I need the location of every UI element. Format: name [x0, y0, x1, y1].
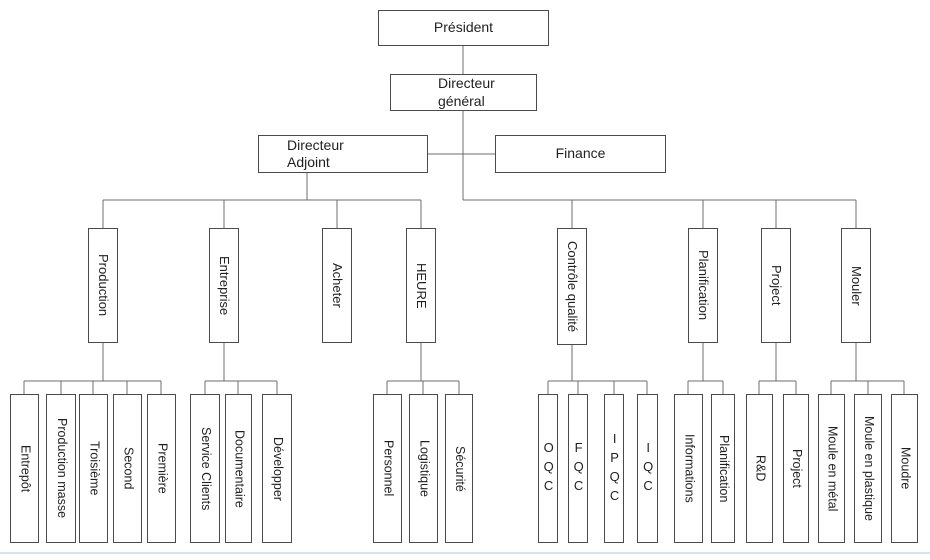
org-node-informations: Informations [674, 394, 703, 543]
org-node-developper: Développer [262, 394, 292, 543]
org-node-production: Production [88, 228, 118, 343]
org-node-personnel: Personnel [373, 394, 402, 543]
org-node-moule-metal: Moule en métal [818, 394, 845, 543]
org-node-service-clients: Service Clients [190, 394, 220, 543]
org-node-documentaire: Documentaire [225, 394, 252, 543]
org-node-ipqc: IPQC [604, 394, 624, 543]
org-node-controle-qualite: Contrôle qualité [557, 228, 587, 345]
org-node-directeur-adjoint: Directeur Adjoint [258, 135, 428, 173]
org-node-planification: Planification [688, 228, 718, 343]
org-node-entrepot: Entrepôt [10, 394, 39, 543]
org-node-finance: Finance [495, 135, 666, 173]
org-node-project: Project [761, 228, 791, 343]
org-node-troisieme: Troisième [79, 394, 108, 543]
org-node-securite: Sécurité [445, 394, 473, 543]
org-node-rd: R&D [746, 394, 773, 543]
org-node-heure: HEURE [406, 228, 436, 343]
org-node-fqc: FQC [568, 394, 588, 543]
org-node-production-masse: Production masse [46, 394, 76, 543]
org-node-directeur-general: Directeur général [390, 74, 537, 111]
org-node-premiere: Première [147, 394, 176, 543]
org-node-project-team: Project [783, 394, 809, 543]
org-node-planification-ops: Planification [711, 394, 735, 543]
org-node-second: Second [113, 394, 142, 543]
org-node-mouler: Mouler [841, 228, 871, 343]
org-node-oqc: OQC [538, 394, 558, 543]
org-node-president: Président [378, 10, 549, 46]
org-node-entreprise: Entreprise [209, 228, 239, 343]
org-node-acheter: Acheter [322, 228, 352, 343]
org-node-iqc: IQC [637, 394, 658, 543]
org-node-logistique: Logistique [409, 394, 438, 543]
org-node-moule-plastique: Moule en plastique [854, 394, 882, 543]
org-node-moudre: Moudre [891, 394, 918, 543]
